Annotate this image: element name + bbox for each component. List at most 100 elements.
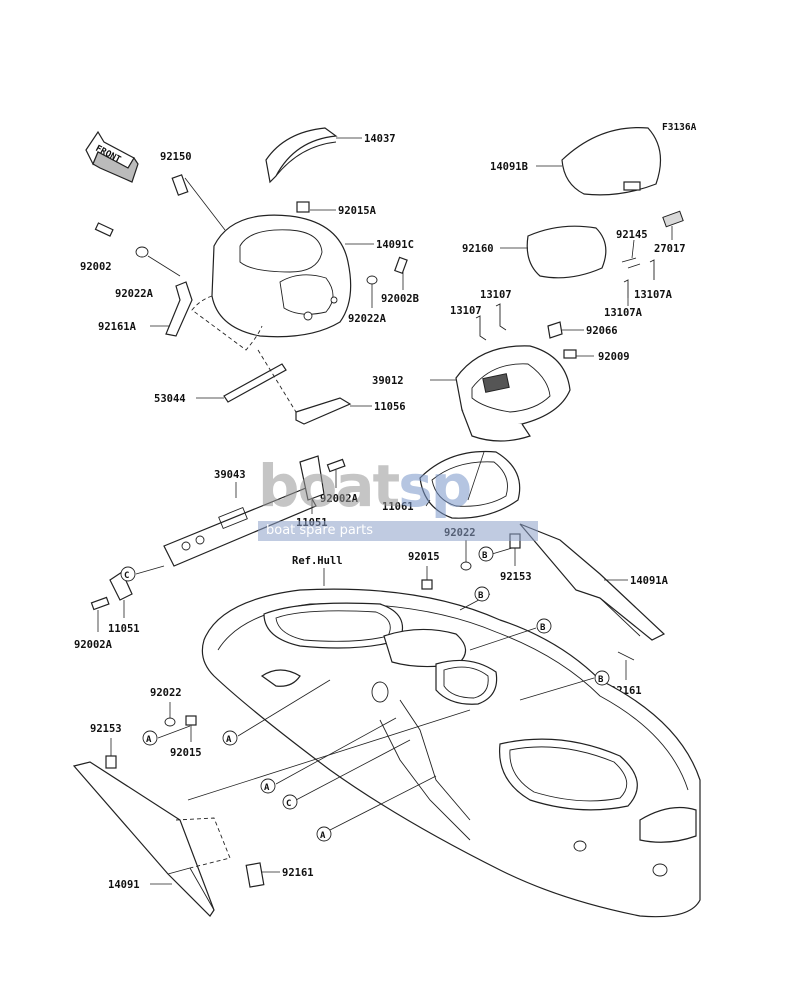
label-92160: 92160 bbox=[462, 243, 494, 255]
screw-92150 bbox=[171, 174, 226, 231]
callout-circles: C B B B B A A A C A bbox=[120, 546, 610, 842]
label-92022A-left: 92022A bbox=[115, 288, 154, 300]
bracket-11056 bbox=[257, 349, 372, 425]
nut-92015-lower bbox=[185, 715, 197, 742]
callout-a-1-text: A bbox=[226, 735, 232, 745]
callout-a-3-text: A bbox=[264, 783, 270, 793]
label-14091B: 14091B bbox=[490, 161, 528, 173]
label-27017: 27017 bbox=[654, 243, 686, 255]
callout-a-1 bbox=[222, 730, 238, 746]
callout-b-2 bbox=[474, 586, 490, 602]
cover-14091C bbox=[191, 214, 374, 351]
callout-c-1 bbox=[120, 566, 136, 582]
label-13107-a: 13107 bbox=[450, 305, 482, 317]
figure-code: F3136A bbox=[662, 122, 697, 133]
callout-c-1-text: C bbox=[124, 571, 129, 581]
label-92145: 92145 bbox=[616, 229, 648, 241]
label-92002A-lower: 92002A bbox=[74, 639, 113, 651]
washer-92022A-right bbox=[366, 275, 378, 308]
panel-14091 bbox=[72, 761, 231, 917]
tag-27017 bbox=[662, 210, 684, 240]
label-92066: 92066 bbox=[586, 325, 618, 337]
label-92161-lower: 92161 bbox=[282, 867, 314, 879]
label-11051-lower: 11051 bbox=[108, 623, 140, 635]
callout-a-3 bbox=[260, 778, 276, 794]
ref-label: Ref.Hull bbox=[292, 555, 343, 567]
watermark-logo: boatsp boat spare parts bbox=[258, 455, 543, 545]
label-92022A-right: 92022A bbox=[348, 313, 387, 325]
panel-14091A bbox=[519, 523, 666, 641]
watermark-logo-accent: sp bbox=[398, 452, 472, 520]
label-14091: 14091 bbox=[108, 879, 140, 891]
label-13107A-b: 13107A bbox=[634, 289, 673, 301]
case-39012 bbox=[430, 345, 571, 442]
clip-13107A bbox=[623, 259, 655, 306]
label-14091A: 14091A bbox=[630, 575, 669, 587]
rod-53044 bbox=[196, 363, 287, 403]
callout-b-1-text: B bbox=[482, 551, 488, 561]
callout-c-2-text: C bbox=[286, 799, 291, 809]
label-92153-lower: 92153 bbox=[90, 723, 122, 735]
label-39012: 39012 bbox=[372, 375, 404, 387]
hull-outline bbox=[201, 588, 701, 918]
callout-b-4-text: B bbox=[598, 675, 604, 685]
callout-b-2-text: B bbox=[478, 591, 484, 601]
pad-92160 bbox=[500, 225, 607, 279]
bolt-92153-lower bbox=[105, 738, 117, 769]
watermark-logo-text: boatsp bbox=[258, 452, 472, 520]
nut-92015A bbox=[296, 201, 336, 213]
callout-a-4 bbox=[316, 826, 332, 842]
label-39043: 39043 bbox=[214, 469, 246, 481]
visor-part bbox=[265, 127, 362, 184]
clip-92145 bbox=[621, 239, 641, 269]
panel-39043 bbox=[163, 482, 317, 567]
grommet-92066 bbox=[547, 321, 584, 339]
label-14091C: 14091C bbox=[376, 239, 414, 251]
bolt-92002B bbox=[394, 256, 408, 290]
label-92002: 92002 bbox=[80, 261, 112, 273]
label-92002A-top: 92002A bbox=[320, 493, 359, 505]
label-11061: 11061 bbox=[382, 501, 414, 513]
label-92022-lower: 92022 bbox=[150, 687, 182, 699]
bolt-92002A-top bbox=[326, 458, 346, 488]
callout-b-4 bbox=[594, 670, 610, 686]
strip-92161A bbox=[150, 281, 193, 337]
nut-92015-upper bbox=[421, 566, 433, 590]
strip-92161-right bbox=[617, 651, 635, 680]
label-92015A: 92015A bbox=[338, 205, 377, 217]
washer-92022A bbox=[135, 246, 181, 277]
strip-92161-lower bbox=[245, 862, 280, 888]
label-53044: 53044 bbox=[154, 393, 186, 405]
washer-92022-upper bbox=[460, 540, 472, 571]
watermark-subtitle: boat spare parts bbox=[266, 523, 374, 538]
bolt-92002A-lower bbox=[90, 596, 110, 632]
label-13107-b: 13107 bbox=[480, 289, 512, 301]
lid-14091B bbox=[536, 127, 662, 196]
label-92015-lower: 92015 bbox=[170, 747, 202, 759]
label-92009: 92009 bbox=[598, 351, 630, 363]
callout-a-4-text: A bbox=[320, 831, 326, 841]
washer-92022-lower bbox=[164, 702, 176, 727]
label-13107A-a: 13107A bbox=[604, 307, 643, 319]
label-92002B: 92002B bbox=[381, 293, 419, 305]
gasket-11061 bbox=[419, 450, 521, 519]
callout-a-2 bbox=[142, 730, 158, 746]
label-92150: 92150 bbox=[160, 151, 192, 163]
callout-b-3-text: B bbox=[540, 623, 546, 633]
callout-b-1 bbox=[478, 546, 494, 562]
leader-lines bbox=[135, 547, 595, 831]
callout-b-3 bbox=[536, 618, 552, 634]
label-92153-upper: 92153 bbox=[500, 571, 532, 583]
label-92161A: 92161A bbox=[98, 321, 137, 333]
watermark-logo-main: boat bbox=[258, 452, 400, 520]
label-14037: 14037 bbox=[364, 133, 396, 145]
watermark-bar bbox=[258, 521, 538, 541]
bracket-11051-lower bbox=[109, 571, 133, 618]
label-11056: 11056 bbox=[374, 401, 406, 413]
label-92015-upper: 92015 bbox=[408, 551, 440, 563]
clip-13107 bbox=[475, 303, 507, 341]
screw-92009 bbox=[563, 349, 594, 359]
front-arrow-icon: FRONT bbox=[85, 130, 139, 183]
bracket-11051-top bbox=[299, 455, 325, 514]
